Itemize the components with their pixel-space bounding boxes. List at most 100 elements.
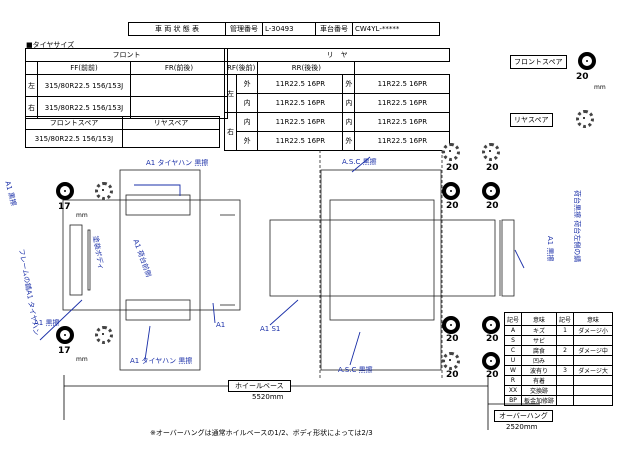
front-spare-tire-icon: [578, 52, 596, 70]
front-left-tire-icon: [56, 182, 74, 200]
legend-cell: 波有り: [521, 365, 558, 376]
legend-cell: [556, 335, 575, 346]
legend-cell: BP: [503, 395, 523, 406]
rear-depth: 20: [486, 201, 499, 211]
cab-outline: [119, 169, 201, 371]
front-tire-table: フロント FF(前前) FR(前後) 左 315/80R22.5 156/153…: [25, 48, 228, 119]
legend-cell: XX: [503, 385, 523, 396]
rear-tire-icon: [442, 182, 460, 200]
rear-depth: 20: [446, 370, 459, 380]
annotation: A.S.C 黒擦: [338, 366, 373, 374]
chassis-value: CW4YL-*****: [352, 22, 440, 36]
annotation: A1 タイヤハン 黒擦: [130, 357, 193, 365]
legend-cell: [573, 385, 614, 396]
front-right-tire-icon: [56, 326, 74, 344]
legend-cell: U: [503, 355, 523, 366]
legend-cell: A: [503, 325, 523, 336]
front-spare-depth: 20: [576, 72, 589, 82]
mgmt-value: L-30493: [262, 22, 316, 36]
rear-tire-icon: [482, 316, 500, 334]
doc-title: 車 両 状 態 表: [128, 22, 226, 36]
cab-body: [62, 199, 241, 311]
rear-tire-table: リ ヤ RF(後前) RR(後後) 左 外 11R22.5 16PR 外 11R…: [223, 48, 451, 151]
footnote: ※オーバーハングは通常ホイルベースの1/2、ボディ形状によっては2/3: [150, 429, 373, 437]
rear-frame: [269, 219, 496, 297]
annotation: A.S.C 黒擦: [342, 158, 377, 166]
legend-cell: [556, 385, 575, 396]
legend-cell: ダメージ中: [573, 345, 614, 356]
rear-depth: 20: [446, 334, 459, 344]
rear-body-outline: [320, 169, 442, 371]
legend-cell: 3: [556, 365, 575, 376]
annotation: 荷台黒擦 荷台左側の錆: [573, 190, 581, 263]
rear-spare-value: [122, 129, 220, 148]
spare-table: フロントスペア リヤスペア 315/80R22.5 156/153J: [25, 116, 220, 148]
legend-cell: [556, 375, 575, 386]
wheelbase-label: ホイールベース: [228, 380, 291, 392]
unit: mm: [76, 212, 88, 219]
rr-value: 11R22.5 16PR: [354, 131, 451, 151]
pos: 外: [235, 131, 259, 151]
legend-cell: C: [503, 345, 523, 356]
legend-cell: サビ: [521, 335, 558, 346]
legend-cell: R: [503, 375, 523, 386]
rear-depth: 20: [446, 163, 459, 173]
front-right-inner-tire-icon: [95, 326, 113, 344]
header-table: 車 両 状 態 表 管理番号 L-30493 車台番号 CW4YL-*****: [128, 22, 440, 36]
legend-cell: キズ: [521, 325, 558, 336]
legend-cell: 有着: [521, 375, 558, 386]
legend-header: 意味: [521, 312, 558, 326]
rear-tire-icon: [482, 352, 500, 370]
front-left-depth: 17: [58, 202, 71, 212]
section-title: ■タイヤサイズ: [26, 41, 75, 49]
annotation: A1 黒擦: [546, 236, 554, 262]
legend-header: 記号: [503, 312, 523, 326]
rf-value: 11R22.5 16PR: [257, 131, 344, 151]
rear-depth: 20: [486, 370, 499, 380]
front-right-depth: 17: [58, 346, 71, 356]
front-spare-label: フロントスペア: [510, 55, 567, 69]
legend-cell: [573, 335, 614, 346]
legend-cell: 板金加修跡: [521, 395, 558, 406]
mgmt-label: 管理番号: [225, 22, 263, 36]
unit: mm: [594, 84, 606, 91]
rear-depth: 20: [446, 201, 459, 211]
annotation: A1 黒擦: [34, 319, 60, 327]
rear-tire-icon: [482, 143, 500, 161]
rear-depth: 20: [486, 163, 499, 173]
annotation: A1 タイヤハン 黒擦: [146, 159, 209, 167]
legend-cell: 凹み: [521, 355, 558, 366]
legend-header: 意味: [573, 312, 614, 326]
annotation: A1: [216, 321, 226, 329]
overhang-label: オーバーハング: [494, 410, 553, 422]
legend-cell: ダメージ大: [573, 365, 614, 376]
chassis-label: 車台番号: [315, 22, 353, 36]
pos: 外: [342, 131, 356, 151]
front-left-inner-tire-icon: [95, 182, 113, 200]
legend-cell: [573, 395, 614, 406]
legend-cell: [573, 355, 614, 366]
rear-spare-tire-icon: [576, 110, 594, 128]
legend-cell: 交換跡: [521, 385, 558, 396]
legend-cell: 2: [556, 345, 575, 356]
rear-tire-icon: [442, 143, 460, 161]
overhang-value: 2520mm: [506, 423, 538, 431]
legend-cell: [556, 395, 575, 406]
rear-tire-icon: [442, 352, 460, 370]
legend-cell: [556, 355, 575, 366]
legend-cell: W: [503, 365, 523, 376]
legend-cell: S: [503, 335, 523, 346]
legend-cell: ダメージ小: [573, 325, 614, 336]
rear-depth: 20: [486, 334, 499, 344]
wheelbase-value: 5520mm: [252, 393, 284, 401]
rear-tire-icon: [482, 182, 500, 200]
